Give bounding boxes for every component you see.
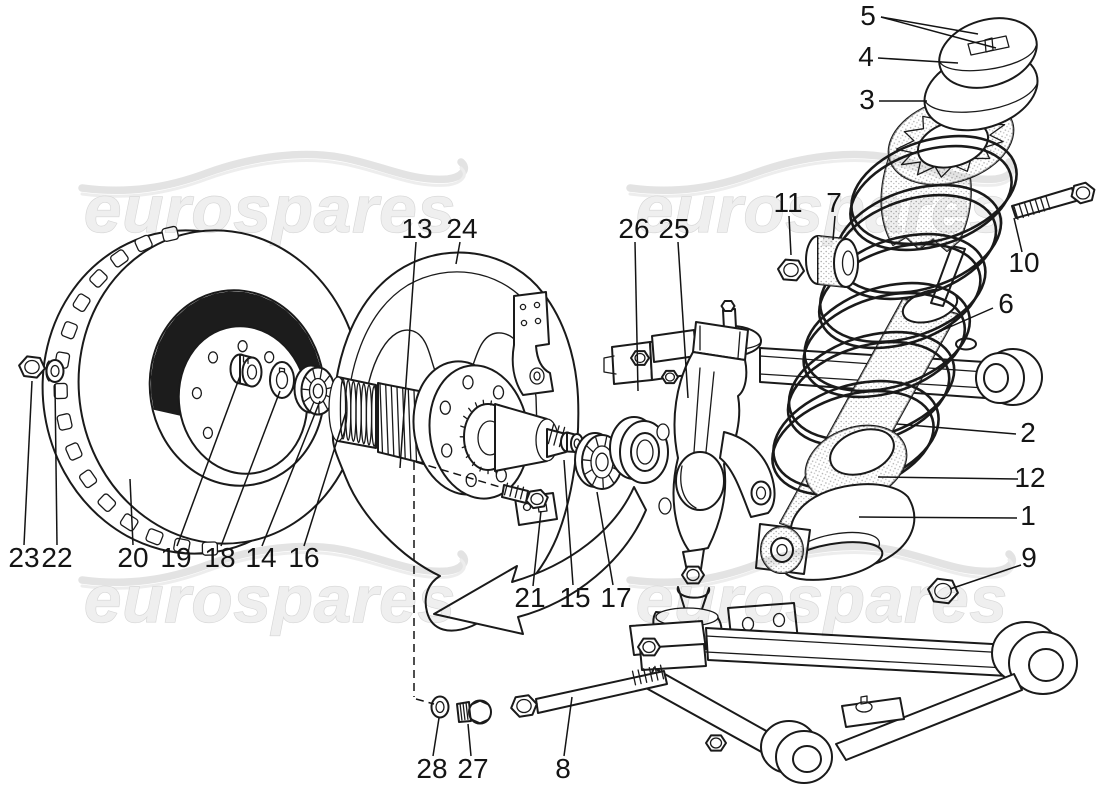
part-label-7: 7 [826,187,842,218]
watermark-swoosh-echo [628,551,1014,590]
watermark-text: eurospares [84,172,456,246]
watermark-swoosh-echo [80,159,466,198]
watermark-4: eurospares [626,542,1017,637]
part-label-15: 15 [559,582,590,613]
leader-line-17 [596,491,614,586]
watermark-text: eurospares [636,172,1008,246]
leader-line-13 [399,241,417,469]
brake-disc [41,225,363,556]
part-label-1: 1 [1020,500,1036,531]
outer-wheel-bearing [293,364,336,416]
watermark-swoosh-echo [80,551,466,590]
loose-hardware [430,187,1077,725]
part-label-23: 23 [8,542,39,573]
part-label-3: 3 [859,84,875,115]
shock-absorber-assembly [755,17,1039,581]
thread-details [459,196,1051,721]
leader-line-18 [220,390,281,547]
leader-line-2 [896,423,1017,435]
leader-line-23 [23,380,33,546]
leader-line-4 [877,57,959,64]
leader-line-21 [532,510,542,587]
part-label-20: 20 [117,542,148,573]
leader-line-16 [303,411,347,547]
watermark-swoosh [78,150,469,195]
part-label-12: 12 [1014,462,1045,493]
lower-wishbone [629,602,1078,784]
disc-hat-holes [191,340,275,440]
leader-line-5 [880,16,979,35]
leader-line-19 [176,375,241,547]
leader-line-14 [261,400,321,547]
line-art [18,17,1096,784]
watermark-3: eurospares [78,542,469,637]
part-label-19: 19 [160,542,191,573]
nut-and-washer [45,359,65,383]
watermark-1: eurospares [78,150,469,247]
leader-line-6 [910,307,994,345]
leader-line-10 [1013,217,1023,253]
watermark-swoosh-echo [628,159,1014,198]
threaded-ring [339,378,378,447]
hex-nuts [18,181,1096,752]
part-label-2: 2 [1020,417,1036,448]
leader-line-5b [880,16,997,49]
part-label-22: 22 [41,542,72,573]
leader-line-20 [129,478,134,546]
leader-line-8 [563,696,573,757]
watermark-swoosh [78,542,469,587]
part-label-17: 17 [600,582,631,613]
disc-opening-shadow [151,291,323,417]
leader-line-22 [54,383,58,546]
part-label-8: 8 [555,753,571,784]
part-label-28: 28 [416,753,447,784]
watermark-text: eurospares [636,562,1008,636]
part-label-9: 9 [1021,542,1037,573]
leader-line-27 [467,723,472,757]
part-label-5: 5 [860,0,876,31]
leader-line-15 [563,459,574,586]
shield-bracket [511,291,554,396]
part-label-24: 24 [446,213,477,244]
part-label-27: 27 [457,753,488,784]
part-label-10: 10 [1008,247,1039,278]
hub-assembly [229,353,669,500]
watermark-text: eurospares [84,562,456,636]
leader-line-25 [677,241,689,399]
leader-line-26 [634,241,639,392]
part-label-21: 21 [514,582,545,613]
dashed-line [415,698,435,705]
watermark-swoosh [626,150,1017,195]
wishbone-pivot-bolt [535,670,668,714]
watermark-swoosh [626,542,1017,587]
leader-line-12 [877,476,1019,480]
shield-arrow [433,486,647,635]
part-label-11: 11 [773,187,802,218]
part-label-6: 6 [998,288,1014,319]
watermark-layer: eurospares eurospares eurospares eurospares [78,150,1017,637]
leader-line-24 [455,241,461,265]
assembly-dashed-lines [413,461,501,705]
steering-arm [719,431,776,518]
leader-line-7 [832,215,836,241]
leader-line-11 [788,215,792,256]
part-label-26: 26 [618,213,649,244]
part-label-25: 25 [658,213,689,244]
watermark-2: eurospares [626,150,1017,247]
steering-knuckle [651,321,776,614]
part-label-13: 13 [401,213,432,244]
leader-line-1 [858,516,1018,519]
shield-bolt [501,484,529,504]
dashed-line [415,461,501,488]
leader-line-28 [432,717,440,757]
disc-vent-slots [53,225,219,556]
part-label-4: 4 [858,41,874,72]
